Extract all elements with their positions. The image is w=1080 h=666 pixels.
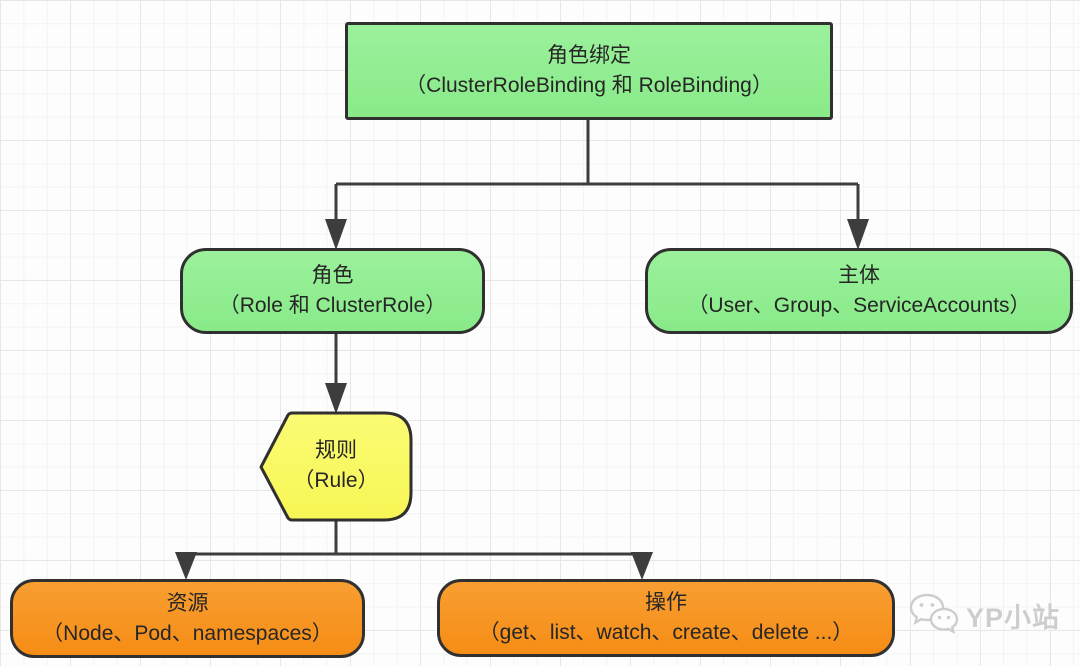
node-operation-title: 操作	[645, 591, 687, 614]
node-rule-title: 规则	[315, 439, 357, 462]
arrowhead-subject	[847, 219, 869, 250]
arrowhead-role	[325, 219, 347, 250]
node-role-subtitle: （Role 和 ClusterRole）	[218, 294, 447, 317]
node-rule-subtitle: （Rule）	[293, 469, 379, 492]
node-resource-title: 资源	[166, 591, 209, 615]
node-subject-title: 主体	[838, 264, 880, 287]
node-role-binding: 角色绑定 （ClusterRoleBinding 和 RoleBinding）	[345, 22, 833, 120]
node-rule-shape	[259, 411, 413, 522]
arrowheads	[175, 219, 869, 580]
connector-lines	[186, 120, 860, 556]
node-operation-subtitle: （get、list、watch、create、delete ...）	[478, 621, 854, 644]
node-role-binding-title: 角色绑定	[547, 44, 631, 67]
node-operation: 操作 （get、list、watch、create、delete ...）	[437, 579, 895, 657]
node-resource-subtitle: （Node、Pod、namespaces）	[42, 621, 333, 645]
arrowhead-rule	[325, 383, 347, 414]
node-role-title: 角色	[311, 264, 354, 287]
node-rule-label: 规则 （Rule）	[270, 436, 402, 496]
node-role: 角色 （Role 和 ClusterRole）	[180, 248, 485, 334]
node-resource: 资源 （Node、Pod、namespaces）	[10, 579, 365, 658]
wechat-icon	[909, 593, 959, 635]
node-subject-subtitle: （User、Group、ServiceAccounts）	[687, 294, 1031, 317]
arrowhead-operation	[631, 552, 653, 580]
watermark: YP小站	[908, 592, 1060, 638]
node-role-binding-subtitle: （ClusterRoleBinding 和 RoleBinding）	[405, 74, 773, 97]
node-subject: 主体 （User、Group、ServiceAccounts）	[645, 248, 1073, 334]
watermark-text: YP小站	[966, 602, 1061, 633]
arrowhead-resource	[175, 552, 197, 580]
